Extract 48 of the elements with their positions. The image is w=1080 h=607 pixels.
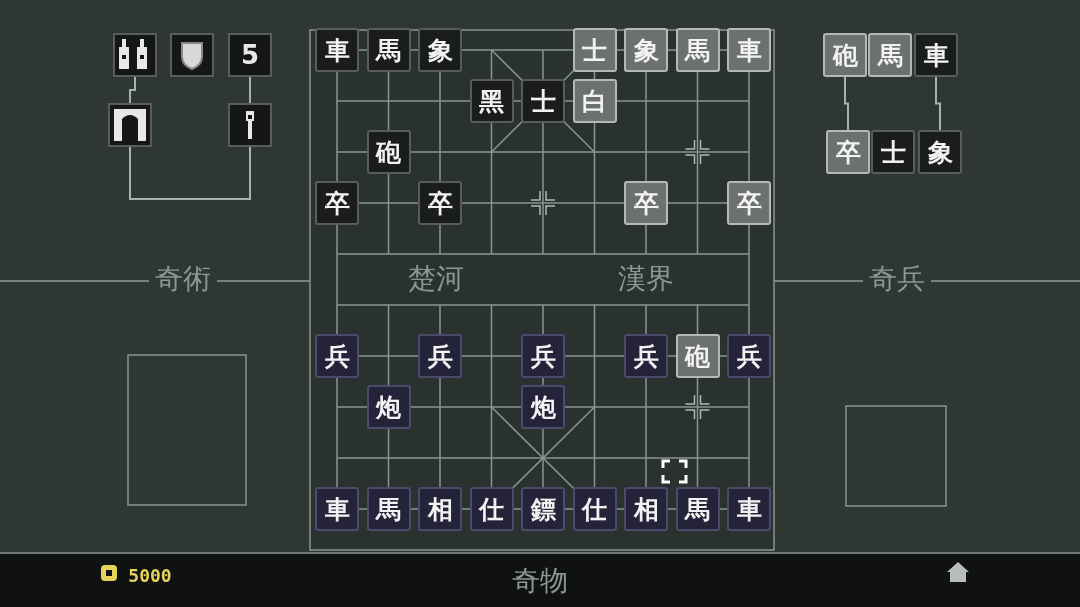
chess-piece: 士 xyxy=(572,28,617,72)
torch-icon xyxy=(228,103,272,147)
chess-piece: 砲 xyxy=(823,33,867,77)
connector-line xyxy=(129,146,251,200)
chess-piece: 卒 xyxy=(624,181,668,225)
chess-piece: 相 xyxy=(624,487,668,531)
chess-piece: 馬 xyxy=(868,33,912,77)
chess-piece: 炮 xyxy=(366,385,411,429)
chess-piece: 卒 xyxy=(315,181,359,225)
chess-piece: 仕 xyxy=(469,487,514,531)
chess-piece: 鏢 xyxy=(521,487,565,531)
chess-piece: 士 xyxy=(521,79,565,123)
chess-piece: 車 xyxy=(315,487,359,531)
chess-piece: 馬 xyxy=(675,487,720,531)
chess-piece: 炮 xyxy=(521,385,565,429)
chess-piece: 兵 xyxy=(315,334,359,378)
chess-piece: 車 xyxy=(727,28,771,72)
chess-piece: 黑 xyxy=(469,79,514,123)
chess-piece: 相 xyxy=(418,487,462,531)
connector-line xyxy=(844,76,849,131)
shield-icon xyxy=(170,33,214,77)
number-tile: 5 xyxy=(228,33,272,77)
chess-piece: 馬 xyxy=(366,487,411,531)
chess-piece: 象 xyxy=(418,28,462,72)
connector-line xyxy=(249,76,251,104)
chess-piece: 兵 xyxy=(521,334,565,378)
chess-piece: 仕 xyxy=(572,487,617,531)
chess-piece: 象 xyxy=(918,130,962,174)
chess-piece: 馬 xyxy=(675,28,720,72)
chess-piece: 砲 xyxy=(366,130,411,174)
chess-piece: 士 xyxy=(871,130,915,174)
connector-line xyxy=(129,76,136,104)
connector-line xyxy=(935,76,941,131)
chess-piece: 卒 xyxy=(418,181,462,225)
chess-piece: 卒 xyxy=(727,181,771,225)
chess-piece: 車 xyxy=(727,487,771,531)
chess-piece: 卒 xyxy=(826,130,870,174)
chess-piece: 兵 xyxy=(418,334,462,378)
chess-piece: 車 xyxy=(315,28,359,72)
chess-piece: 馬 xyxy=(366,28,411,72)
chess-piece: 兵 xyxy=(727,334,771,378)
chess-piece: 砲 xyxy=(675,334,720,378)
two-figures-icon xyxy=(113,33,157,77)
chess-piece: 車 xyxy=(914,33,958,77)
door-icon xyxy=(108,103,152,147)
chess-piece: 白 xyxy=(572,79,617,123)
chess-piece: 象 xyxy=(624,28,668,72)
chess-piece: 兵 xyxy=(624,334,668,378)
